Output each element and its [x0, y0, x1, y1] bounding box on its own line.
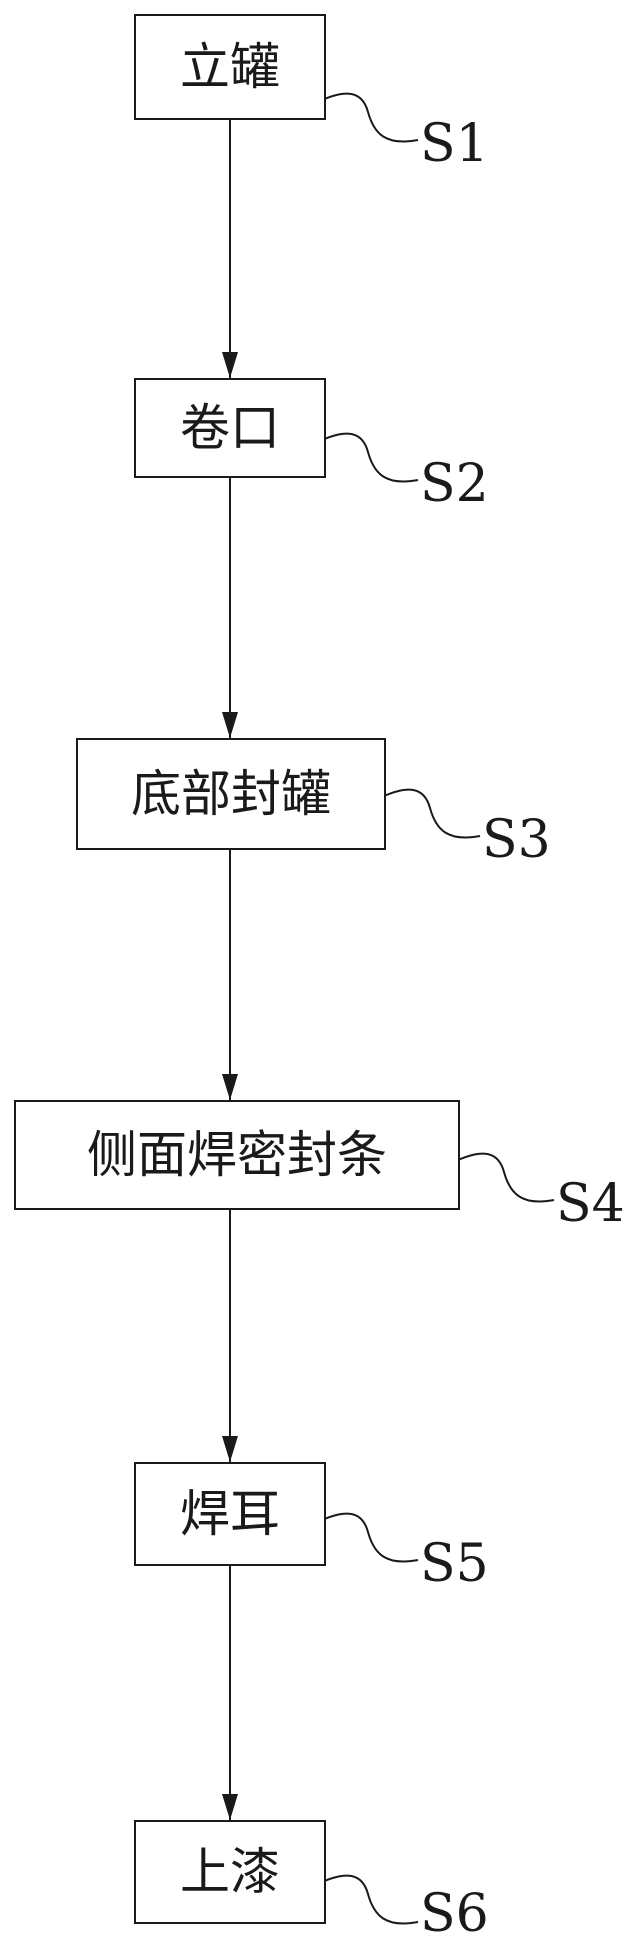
- arrowhead-icon: [222, 712, 238, 738]
- step-box-s3: 底部封罐: [76, 738, 386, 850]
- leader-line-s1: [321, 92, 419, 143]
- step-box-s4: 侧面焊密封条: [14, 1100, 460, 1210]
- step-box-s6: 上漆: [134, 1820, 326, 1924]
- step-box-s5: 焊耳: [134, 1462, 326, 1566]
- step-label: 卷口: [180, 399, 280, 457]
- step-code-s5: S5: [420, 1534, 489, 1594]
- step-code-s6: S6: [420, 1884, 489, 1944]
- step-label: 立罐: [180, 38, 280, 96]
- leader-line-s5: [321, 1512, 419, 1563]
- step-label: 焊耳: [180, 1485, 280, 1543]
- arrowhead-icon: [222, 1074, 238, 1100]
- leader-line-s3: [383, 788, 481, 839]
- step-code-s1: S1: [420, 114, 489, 174]
- arrowhead-icon: [222, 1436, 238, 1462]
- arrowhead-icon: [222, 1794, 238, 1820]
- leader-line-s4: [457, 1152, 555, 1203]
- step-box-s2: 卷口: [134, 378, 326, 478]
- step-box-s1: 立罐: [134, 14, 326, 120]
- step-code-s2: S2: [420, 454, 489, 514]
- arrowhead-icon: [222, 352, 238, 378]
- step-code-s3: S3: [482, 810, 551, 870]
- step-label: 上漆: [180, 1843, 280, 1901]
- step-label: 侧面焊密封条: [87, 1126, 387, 1184]
- step-label: 底部封罐: [131, 765, 331, 823]
- leader-line-s2: [321, 432, 419, 483]
- step-code-s4: S4: [556, 1174, 625, 1234]
- leader-line-s6: [321, 1874, 419, 1925]
